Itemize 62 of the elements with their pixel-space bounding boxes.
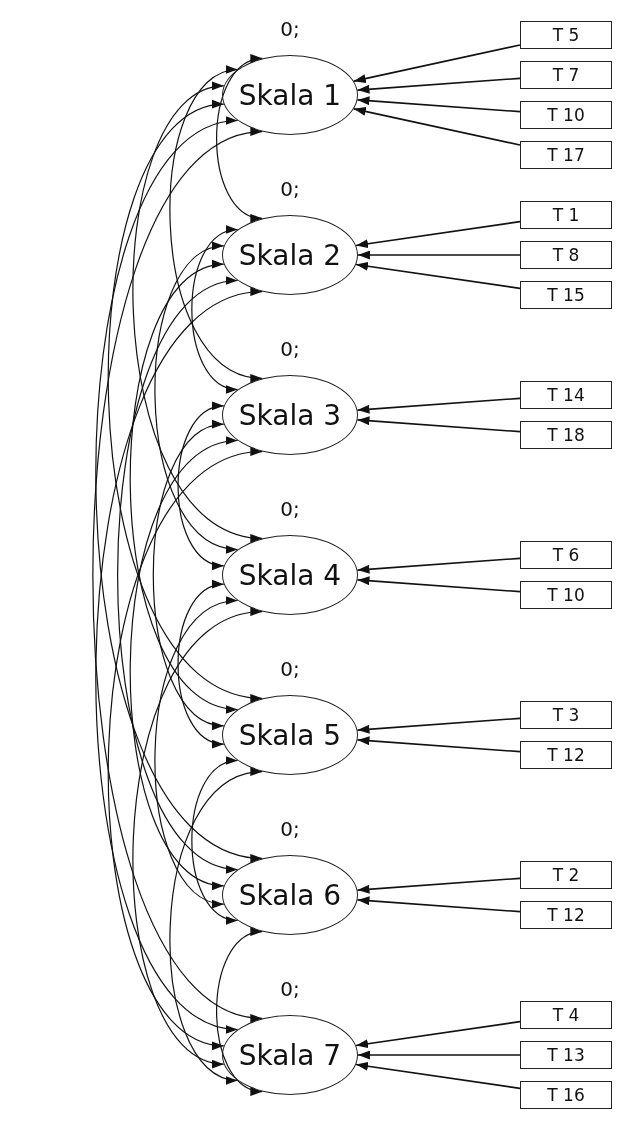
arrow xyxy=(352,44,521,83)
arrow xyxy=(357,1050,521,1060)
covariance-arrow xyxy=(191,758,239,923)
covariance-arrow xyxy=(95,290,263,1031)
covariance-arrow xyxy=(95,119,263,860)
arrow xyxy=(356,77,521,94)
covariance-arrow xyxy=(177,404,225,568)
indicator-box: T 16 xyxy=(520,1081,612,1109)
covariance-arrow xyxy=(117,279,239,871)
indicator-box: T 12 xyxy=(520,741,612,769)
value-label: 0; xyxy=(279,497,301,521)
indicator-box: T 4 xyxy=(520,1001,612,1029)
arrow xyxy=(352,107,521,146)
arrow xyxy=(355,261,521,290)
indicator-box: T 17 xyxy=(520,141,612,169)
covariance-arrow xyxy=(129,439,239,887)
indicator-box: T 12 xyxy=(520,901,612,929)
indicator-box: T 3 xyxy=(520,701,612,729)
arrow xyxy=(355,1061,521,1090)
arrow xyxy=(356,416,521,433)
indicator-box: T 2 xyxy=(520,861,612,889)
covariance-arrow xyxy=(129,263,239,711)
indicator-box: T 7 xyxy=(520,61,612,89)
value-label: 0; xyxy=(279,177,301,201)
covariance-arrow xyxy=(92,130,263,1020)
value-label: 0; xyxy=(279,817,301,841)
covariance-arrow xyxy=(177,582,225,746)
covariance-arrow xyxy=(152,423,225,727)
arrow xyxy=(356,717,521,734)
arrow xyxy=(356,736,521,753)
arrow xyxy=(356,557,521,574)
arrow xyxy=(356,397,521,414)
value-label: 0; xyxy=(279,337,301,361)
covariance-arrow xyxy=(169,769,263,1082)
covariance-arrow xyxy=(191,227,239,392)
covariance-arrow xyxy=(169,68,263,381)
value-label: 0; xyxy=(279,657,301,681)
indicator-box: T 8 xyxy=(520,241,612,269)
indicator-box: T 14 xyxy=(520,381,612,409)
arrow xyxy=(356,877,521,894)
covariance-arrow xyxy=(154,598,239,906)
indicator-box: T 15 xyxy=(520,281,612,309)
covariance-arrow xyxy=(108,450,263,1047)
indicator-box: T 18 xyxy=(520,421,612,449)
indicator-box: T 6 xyxy=(520,541,612,569)
covariance-arrow xyxy=(216,56,263,221)
arrow xyxy=(355,1020,521,1049)
arrow xyxy=(356,96,521,113)
indicator-box: T 5 xyxy=(520,21,612,49)
arrow xyxy=(356,576,521,593)
arrow xyxy=(356,896,521,913)
covariance-arrow xyxy=(154,244,239,552)
indicator-box: T 10 xyxy=(520,581,612,609)
covariance-arrow xyxy=(216,929,263,1094)
indicator-box: T 10 xyxy=(520,101,612,129)
covariance-arrow xyxy=(108,103,263,700)
value-label: 0; xyxy=(279,17,301,41)
arrow xyxy=(355,220,521,249)
arrow xyxy=(357,250,521,260)
indicator-box: T 1 xyxy=(520,201,612,229)
indicator-box: T 13 xyxy=(520,1041,612,1069)
value-label: 0; xyxy=(279,977,301,1001)
